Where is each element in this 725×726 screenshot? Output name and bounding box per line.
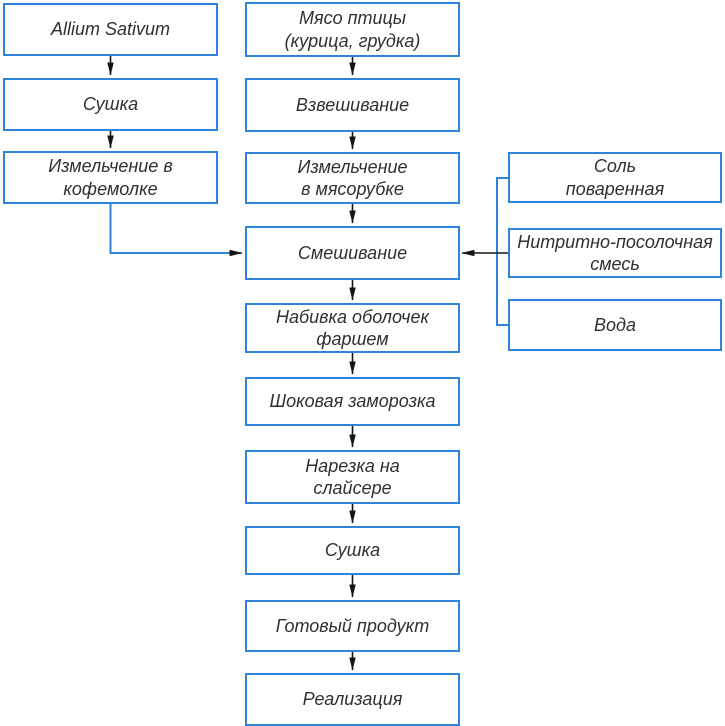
flow-step-drying: Сушка	[245, 526, 460, 575]
flow-step-shock-freezing: Шоковая заморозка	[245, 377, 460, 426]
flow-step-allium-sativum: Allium Sativum	[3, 3, 218, 56]
flow-step-label: Готовый продукт	[275, 615, 430, 636]
flow-step-label: Сушка	[324, 540, 381, 561]
right-branch-bracket	[496, 177, 508, 326]
flow-step-label: Измельчение в мясорубке	[297, 156, 408, 200]
flow-step-mixing: Смешивание	[245, 226, 460, 280]
flow-step-label: Взвешивание	[295, 94, 410, 115]
flow-step-label: Смешивание	[297, 242, 408, 263]
flow-step-label: Вода	[594, 314, 636, 335]
flow-step-meat-grinding: Измельчение в мясорубке	[245, 152, 460, 204]
flow-step-poultry-meat: Мясо птицы (курица, грудка)	[245, 2, 460, 57]
flow-step-slicing: Нарезка на слайсере	[245, 450, 460, 504]
flow-step-table-salt: Соль поваренная	[508, 152, 722, 203]
flow-step-garlic-drying: Сушка	[3, 78, 218, 131]
flow-step-nitrite-curing-mix: Нитритно-посолочная смесь	[508, 228, 722, 278]
flow-step-finished-product: Готовый продукт	[245, 600, 460, 652]
left-branch-elbow-connector	[109, 204, 243, 257]
flow-step-label: Реализация	[302, 689, 403, 710]
flow-step-label: Соль поваренная	[565, 156, 665, 199]
flow-step-label: Allium Sativum	[50, 19, 171, 40]
flow-step-garlic-grinding: Измельчение в кофемолке	[3, 151, 218, 204]
flow-step-weighing: Взвешивание	[245, 78, 460, 132]
flow-step-label: Мясо птицы (курица, грудка)	[284, 8, 421, 51]
flow-step-label: Шоковая заморозка	[269, 391, 436, 412]
flow-step-label: Нарезка на слайсере	[305, 455, 400, 499]
flow-step-casing-stuffing: Набивка оболочек фаршем	[245, 303, 460, 353]
flow-step-label: Сушка	[82, 94, 139, 115]
flow-step-label: Нитритно-посолочная смесь	[517, 231, 713, 275]
flow-step-sale: Реализация	[245, 673, 460, 726]
flow-step-label: Набивка оболочек фаршем	[276, 306, 429, 350]
flow-step-water: Вода	[508, 299, 722, 351]
flow-step-label: Измельчение в кофемолке	[48, 156, 173, 199]
